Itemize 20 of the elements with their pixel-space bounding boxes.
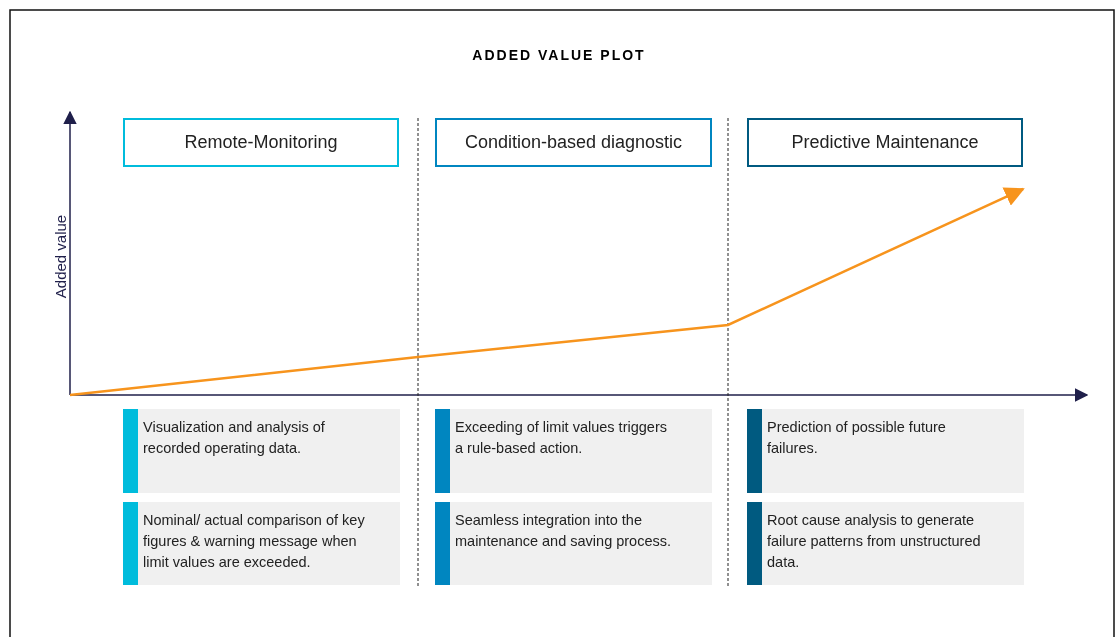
card-text: Root cause analysis to generate failure patterns from unstructured data. xyxy=(767,512,981,570)
description-card xyxy=(123,409,400,493)
card-text: Nominal/ actual comparison of key figures & warning message when limit values are exceeded. xyxy=(143,512,365,570)
axis-label: Added value xyxy=(51,213,69,301)
description-card xyxy=(435,409,712,493)
description-card xyxy=(747,502,1024,585)
header-text: Predictive Maintenance xyxy=(791,132,979,153)
card-text: Exceeding of limit values triggers a rule-based action. xyxy=(455,419,667,456)
diagram-title: ADDED VALUE PLOT xyxy=(471,47,647,63)
stage-header-box xyxy=(123,118,399,167)
card-text: Seamless integration into the maintenance and saving process. xyxy=(455,512,672,549)
header-text: Condition-based diagnostic xyxy=(464,132,683,153)
description-card xyxy=(747,409,1024,493)
description-card xyxy=(123,502,400,585)
card-text: Visualization and analysis of recorded operating data. xyxy=(143,419,325,456)
stage-header-box xyxy=(435,118,712,167)
description-card xyxy=(435,502,712,585)
card-text: Prediction of possible future failures. xyxy=(767,419,946,456)
header-text: Remote-Monitoring xyxy=(184,132,338,153)
stage-header-box xyxy=(747,118,1023,167)
